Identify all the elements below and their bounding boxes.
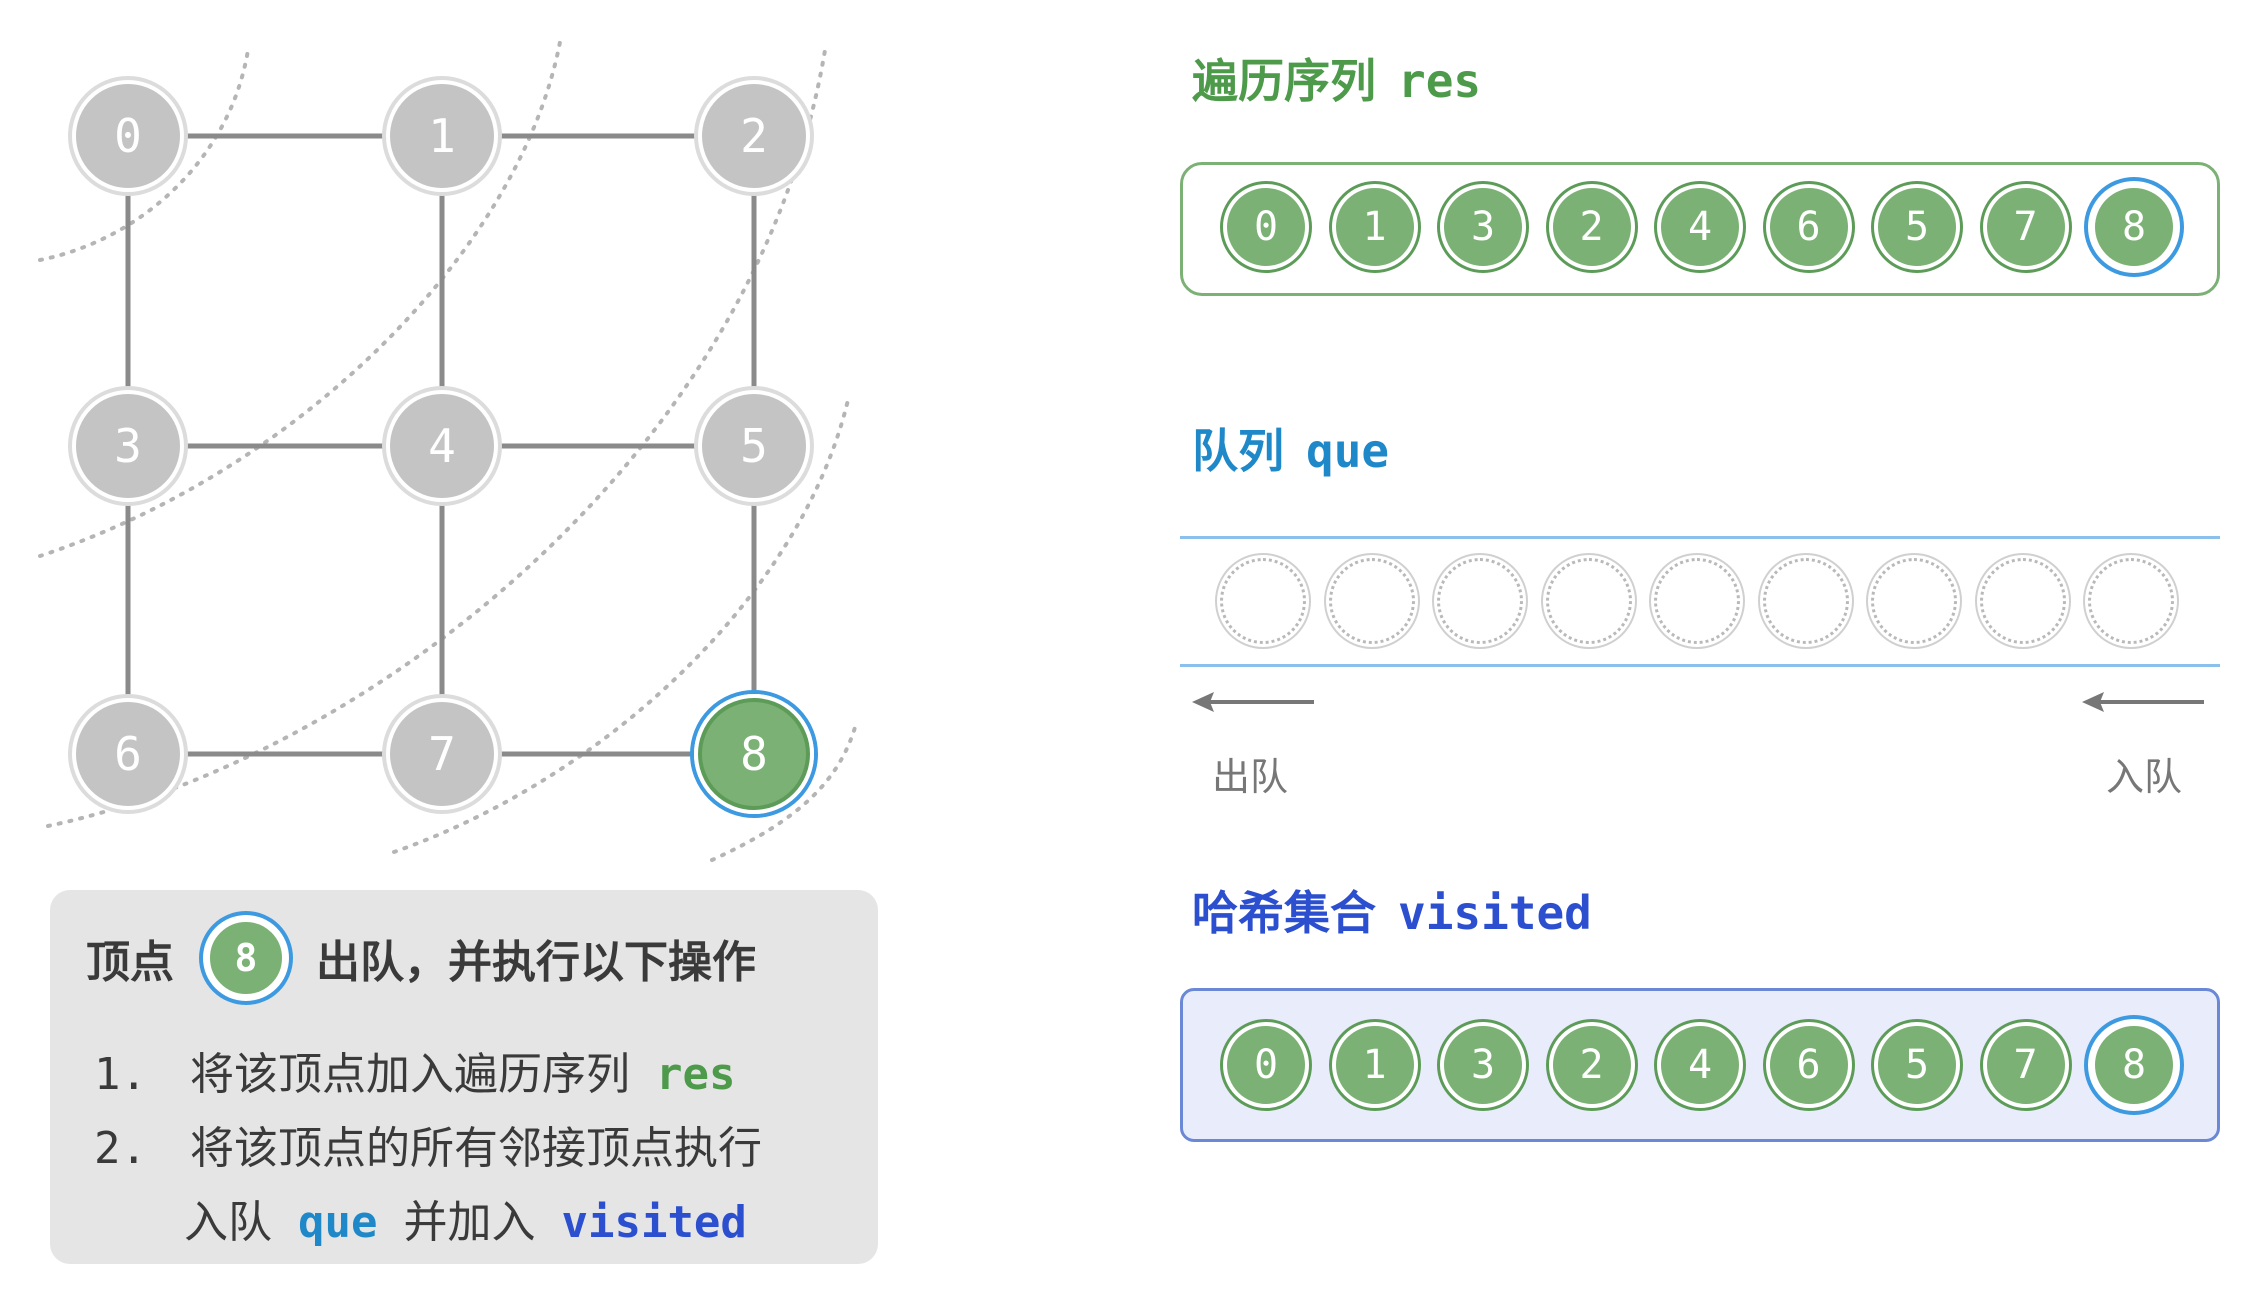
step-2-keyword-visited: visited [561,1197,747,1248]
step-2-text: 将该顶点的所有邻接顶点执行 [190,1123,762,1174]
res-item: 0 [1223,184,1309,270]
graph-vertex: 5 [694,386,814,506]
graph-vertex-label: 7 [428,727,456,781]
visited-item: 2 [1548,1022,1635,1108]
res-item: 6 [1765,184,1852,270]
visited-item: 3 [1440,1022,1526,1108]
visited-item: 6 [1765,1022,1852,1108]
graph-vertex: 0 [68,76,188,196]
wavefront-arc [38,48,250,262]
queue-item [2088,558,2174,644]
queue-item [1871,558,1957,644]
graph-vertex: 8 [690,690,818,818]
visited-item: 0 [1223,1022,1309,1108]
step-1-keyword: res [656,1049,736,1100]
visited-item: 5 [1874,1022,1960,1108]
graph-vertex-label: 6 [114,727,142,781]
visited-item: 1 [1331,1022,1418,1108]
graph-vertex-label: 5 [740,419,768,473]
visited-item: 8 [2091,1022,2177,1108]
queue-item [1220,558,1306,644]
wavefront-arc [710,722,858,862]
queue-item [1762,558,1849,644]
res-item: 5 [1874,184,1960,270]
visited-item: 7 [1982,1022,2069,1108]
res-item: 4 [1657,184,1743,270]
step-info-suffix: 出队，并执行以下操作 [316,937,756,988]
dequeue-label: 出队 [1212,755,1289,799]
wavefront-arc [38,40,562,558]
graph-vertex-label: 4 [428,419,456,473]
graph-vertex-label: 1 [428,109,456,163]
res-title-text: 遍历序列 [1192,54,1376,108]
step-info-header: 顶点 8 出队，并执行以下操作 [86,918,756,998]
step-info-prefix: 顶点 [86,937,174,988]
visited-title-text: 哈希集合 [1192,886,1376,940]
visited-var: visited [1398,886,1592,940]
graph-vertex: 7 [382,694,502,814]
res-item: 2 [1548,184,1635,270]
graph-vertex-label: 2 [740,109,768,163]
enqueue-label: 入队 [2106,755,2183,799]
res-var: res [1398,54,1482,108]
res-item: 8 [2091,184,2177,270]
queue-bottom-line [1180,664,2220,667]
dequeue-arrow-icon [1192,692,1314,712]
queue-var: que [1306,424,1390,478]
graph-vertex: 6 [68,694,188,814]
graph-vertex: 1 [382,76,502,196]
graph-vertex: 2 [694,76,814,196]
graph: 0 1 2 3 4 5 6 7 8 [38,40,858,862]
step-2-num: 2. [94,1123,147,1174]
step-1-num: 1. [94,1049,147,1100]
graph-vertex-label: 0 [114,109,142,163]
step-info-vertex: 8 [206,918,286,998]
step-2-enqueue-text: 入队 [184,1197,272,1248]
wavefront-arc [392,398,850,854]
graph-vertex-label: 3 [114,419,142,473]
step-2-add-text: 并加入 [403,1197,536,1248]
res-item: 1 [1331,184,1418,270]
enqueue-arrow-icon [2082,692,2204,712]
queue-item [1979,558,2066,644]
queue-item [1545,558,1632,644]
queue-item [1328,558,1415,644]
step-2-keyword-que: que [298,1197,378,1248]
res-item: 7 [1982,184,2069,270]
step-1: 1. 将该顶点加入遍历序列 res [94,1038,761,1102]
graph-vertex: 3 [68,386,188,506]
wavefront-arc [46,42,828,828]
visited-item: 4 [1657,1022,1743,1108]
step-2-cont: 入队 que 并加入 visited [184,1186,773,1250]
queue-item [1437,558,1523,644]
graph-vertex-label: 8 [740,727,768,781]
queue-strip [1180,538,2220,664]
queue-title-text: 队列 [1192,424,1284,478]
step-1-text: 将该顶点加入遍历序列 [190,1049,630,1100]
step-2: 2. 将该顶点的所有邻接顶点执行 [94,1112,762,1176]
queue-item [1654,558,1740,644]
graph-vertex: 4 [382,386,502,506]
queue-top-line [1180,536,2220,539]
step-info-box: 顶点 8 出队，并执行以下操作 1. 将该顶点加入遍历序列 res 2. 将该顶点的所… [50,890,878,1264]
res-item: 3 [1440,184,1526,270]
